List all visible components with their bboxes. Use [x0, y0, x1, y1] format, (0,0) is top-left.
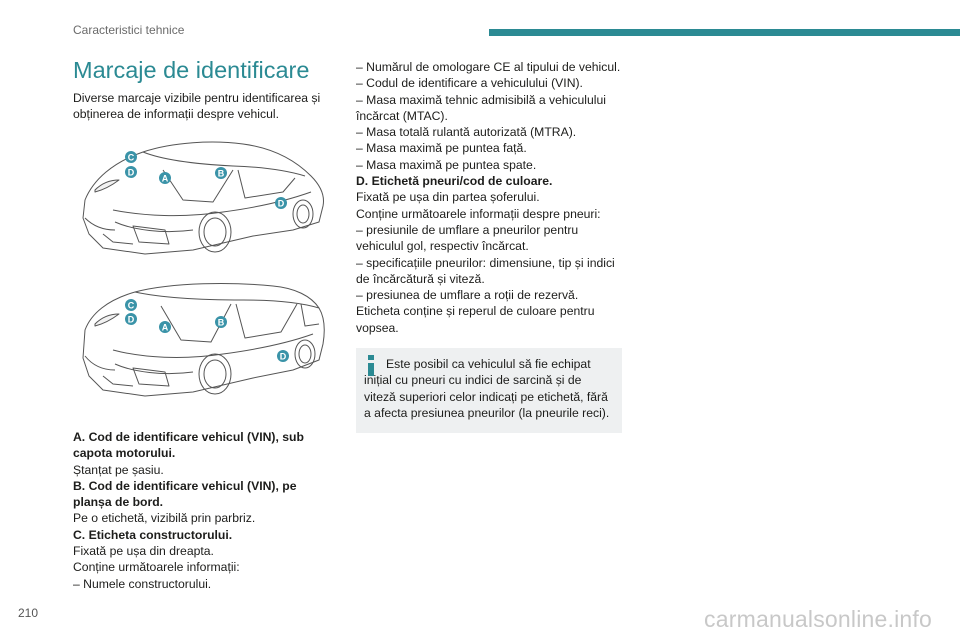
- marker-d-1a: D: [128, 168, 135, 178]
- illustration-wagon: C D A B D: [73, 270, 328, 410]
- page-title: Marcaje de identificare: [73, 57, 310, 83]
- left-column: Marcaje de identificare Diverse marcaje …: [73, 55, 328, 592]
- info-icon: [367, 355, 375, 377]
- info-box: Este posibil ca vehiculul să fie echipat…: [356, 348, 622, 434]
- marker-a-2: A: [162, 323, 169, 333]
- d-list-item: – presiunea de umflare a roții de rezerv…: [356, 288, 579, 303]
- wagon-drawing: C D A B D: [82, 283, 325, 397]
- item-d-contains: Conține următoarele informații despre pn…: [356, 206, 601, 221]
- c-list-item: – Masa maximă pe puntea față.: [356, 141, 527, 156]
- item-c-title: C. Eticheta constructorului.: [73, 527, 233, 542]
- info-text: Este posibil ca vehiculul să fie echipat…: [364, 357, 610, 420]
- right-column: – Numărul de omologare CE al tipului de …: [356, 59, 622, 434]
- item-a-title: A. Cod de identificare vehicul (VIN), su…: [73, 430, 304, 461]
- item-d-note: Eticheta conține și reperul de culoare p…: [356, 304, 595, 335]
- marker-c-1: C: [128, 153, 135, 163]
- item-a-text: Ștanțat pe șasiu.: [73, 462, 164, 477]
- d-list-item: – specificațiile pneurilor: dimensiune, …: [356, 255, 615, 286]
- item-c-contains: Conține următoarele informații:: [73, 560, 240, 575]
- item-d-fixed: Fixată pe ușa din partea șoferului.: [356, 190, 540, 205]
- header-accent-bar: [489, 29, 960, 36]
- c-list-item: – Masa totală rulantă autorizată (MTRA).: [356, 125, 577, 140]
- marker-d-2a: D: [128, 315, 135, 325]
- marker-b-1: B: [218, 169, 225, 179]
- watermark: carmanualsonline.info: [704, 606, 932, 632]
- marker-c-2: C: [128, 301, 135, 311]
- c-list-item: – Masa maximă tehnic admisibilă a vehicu…: [356, 92, 606, 123]
- c-list-item: – Numărul de omologare CE al tipului de …: [356, 60, 621, 74]
- c-list-item: – Numele constructorului.: [73, 576, 212, 591]
- marker-a-1: A: [162, 174, 169, 184]
- marker-d-1b: D: [278, 199, 285, 209]
- d-list-item: – presiunile de umflare a pneurilor pent…: [356, 222, 579, 254]
- c-list-item: – Codul de identificare a vehiculului (V…: [356, 76, 583, 91]
- illustration-sedan: C D A B D: [73, 130, 328, 270]
- item-c-text: Fixată pe ușa din dreapta.: [73, 544, 214, 559]
- page-number: 210: [18, 606, 39, 620]
- item-b-title: B. Cod de identificare vehicul (VIN), pe…: [73, 478, 297, 510]
- identification-list: A. Cod de identificare vehicul (VIN), su…: [73, 429, 328, 592]
- item-b-text: Pe o etichetă, vizibilă prin parbriz.: [73, 511, 256, 526]
- c-list-item: – Masa maximă pe puntea spate.: [356, 157, 537, 172]
- marker-b-2: B: [218, 318, 225, 328]
- page-header-title: Caracteristici tehnice: [73, 23, 185, 37]
- intro-text: Diverse marcaje vizibile pentru identifi…: [73, 91, 321, 121]
- sedan-drawing: C D A B D: [82, 141, 324, 255]
- marker-d-2b: D: [280, 352, 287, 362]
- item-d-title: D. Etichetă pneuri/cod de culoare.: [356, 174, 553, 189]
